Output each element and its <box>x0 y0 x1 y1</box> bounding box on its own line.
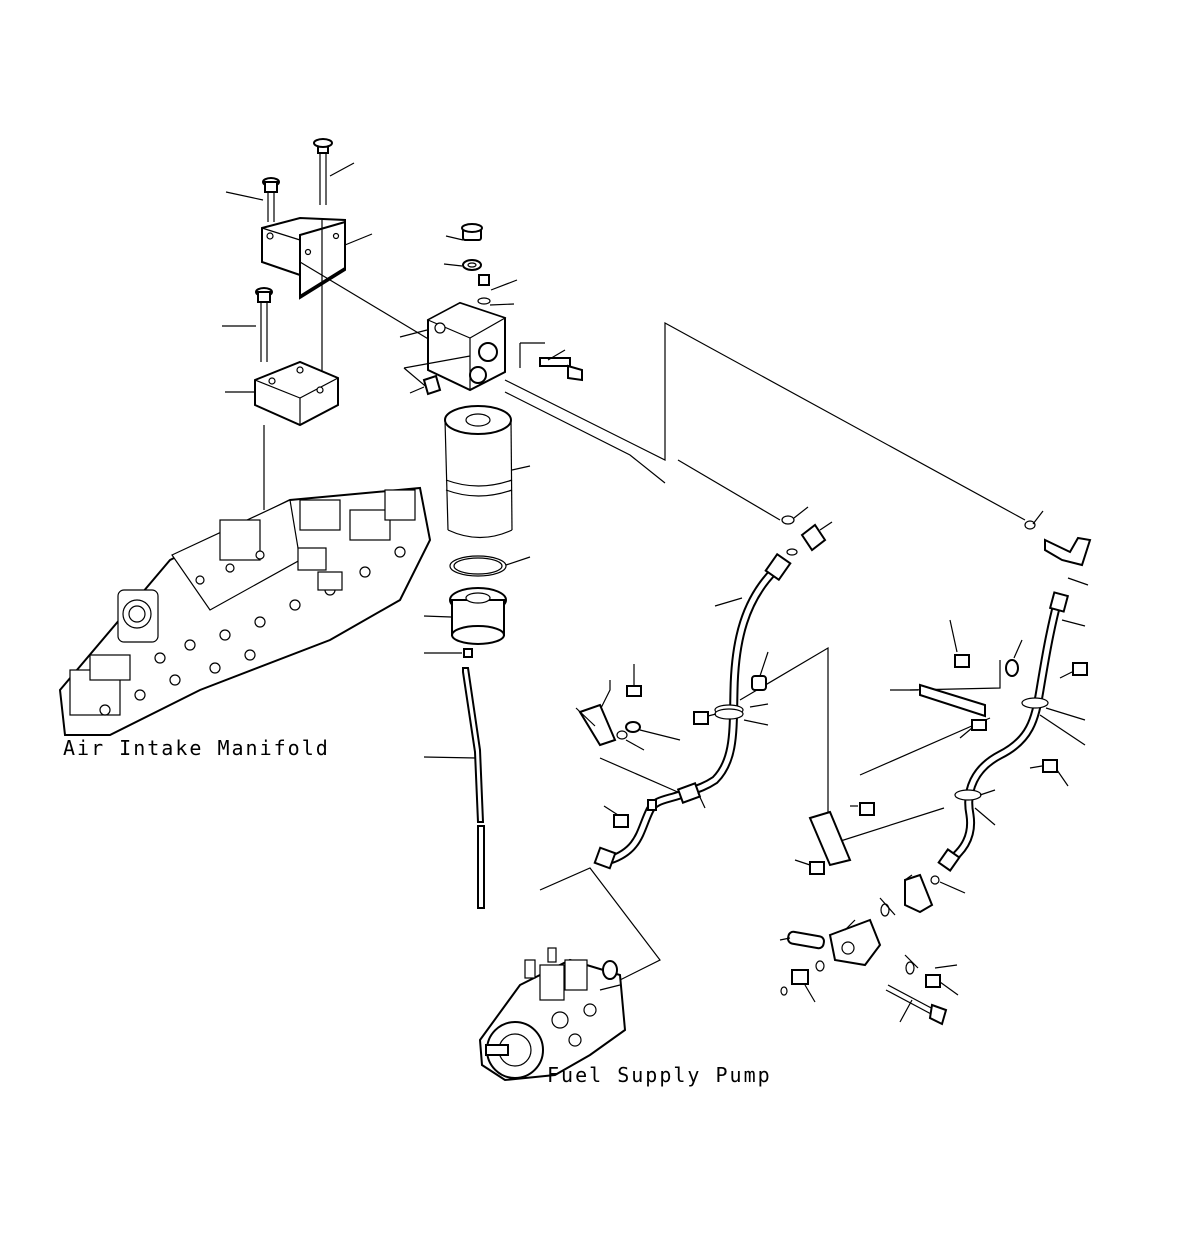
air-intake-manifold <box>58 486 432 736</box>
fuel-supply-pump-label: Fuel Supply Pump <box>547 1063 772 1087</box>
fuel-hose-right <box>779 510 1092 1026</box>
routing-lines <box>504 321 1026 986</box>
mounting-bracket <box>222 138 431 510</box>
drain-tube <box>423 667 485 909</box>
air-intake-manifold-label: Air Intake Manifold <box>63 736 330 760</box>
filter-head <box>399 223 583 396</box>
fuel-supply-pump <box>478 947 627 1082</box>
fuel-filter-cartridge <box>423 405 531 658</box>
fuel-hose-left <box>575 506 833 870</box>
